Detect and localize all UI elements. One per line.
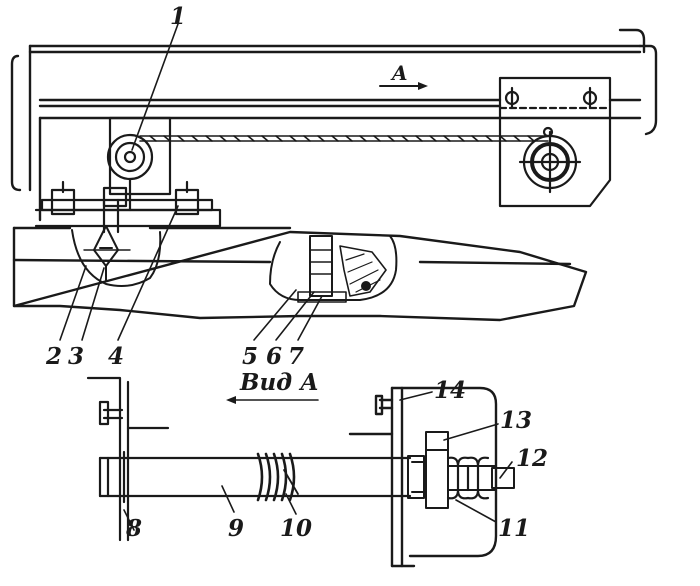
label-12: 12	[516, 445, 548, 472]
label-10: 10	[280, 515, 312, 542]
spring-10	[256, 452, 299, 502]
label-9: 9	[228, 515, 244, 542]
left-pulley-housing	[102, 116, 172, 212]
view-a-title: Вид А	[239, 369, 319, 396]
label-7: 7	[288, 343, 304, 370]
label-3: 3	[68, 343, 84, 370]
leader-lines-bottom	[123, 391, 513, 531]
label-5: 5	[242, 343, 258, 370]
leader-lines-top	[59, 23, 323, 341]
view-a-caption: Вид А	[226, 369, 319, 404]
label-2: 2	[45, 343, 62, 370]
right-cutaway	[269, 235, 398, 303]
frame-beam	[10, 28, 658, 222]
cable	[139, 135, 549, 142]
label-4: 4	[108, 343, 124, 370]
bearing-assembly	[407, 431, 515, 509]
label-1: 1	[170, 3, 186, 30]
label-8: 8	[125, 515, 142, 542]
spring-11	[446, 456, 490, 500]
shaft	[98, 450, 412, 504]
lower-body	[12, 226, 588, 322]
top-labels: 1 2 3 4 5 6 7	[45, 3, 304, 370]
label-11: 11	[498, 515, 530, 542]
right-drum-bracket	[498, 76, 612, 208]
mounting-base	[34, 180, 222, 234]
label-6: 6	[266, 343, 282, 370]
label-13: 13	[500, 407, 532, 434]
arrow-a-mark: A	[379, 61, 428, 90]
left-cutaway	[71, 225, 162, 287]
label-14: 14	[434, 377, 466, 404]
arrow-a-label: A	[390, 61, 408, 85]
bottom-labels: 8 9 10 11 12 13 14	[125, 377, 548, 542]
left-bracket	[86, 376, 170, 542]
